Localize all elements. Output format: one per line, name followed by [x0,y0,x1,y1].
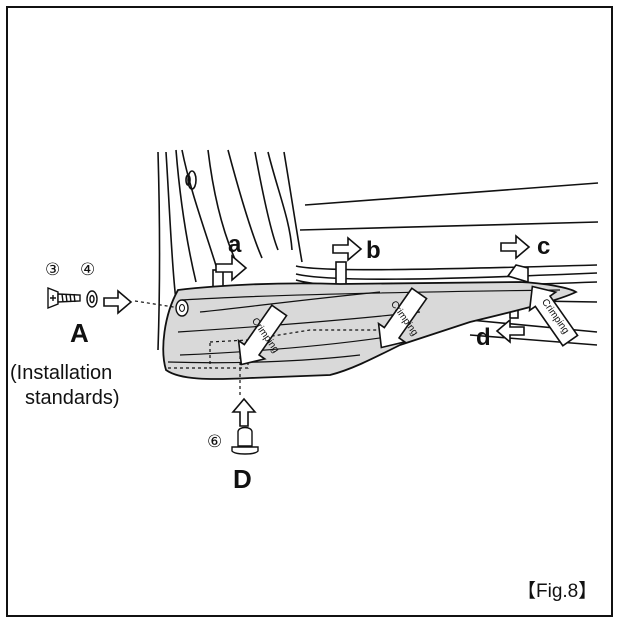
label-d: d [476,324,491,351]
crimping-arrow-3 [528,285,579,347]
figure-frame [6,6,613,617]
direction-arrows [103,234,531,427]
arrow-c [500,234,531,260]
bolt-a-location [175,299,189,317]
label-b: b [366,237,381,264]
washer-part [86,290,98,308]
crimping-arrow-2 [377,287,428,349]
push-clip-part [231,426,259,455]
callout-d: D [233,464,252,494]
crimping-arrow-1 [237,304,288,366]
part-number-6: ⑥ [207,432,223,452]
figure-caption: 【Fig.8】 [517,581,598,602]
standards-line-1: (Installation [10,362,113,384]
vehicle-body-lines [157,149,599,351]
label-c: c [537,233,551,260]
callout-a: A [70,318,89,348]
panel-contour-lines [167,289,561,364]
part-number-3: ③ [45,260,61,280]
label-a: a [228,231,242,258]
screw-part [47,286,81,310]
arrow-d-clip [231,397,257,427]
arrow-a-bolt [103,289,133,315]
part-number-4: ④ [80,260,96,280]
arrow-b [332,236,363,262]
arrow-a [215,254,248,282]
arrow-d [495,318,525,344]
standards-line-2: standards) [25,387,120,409]
